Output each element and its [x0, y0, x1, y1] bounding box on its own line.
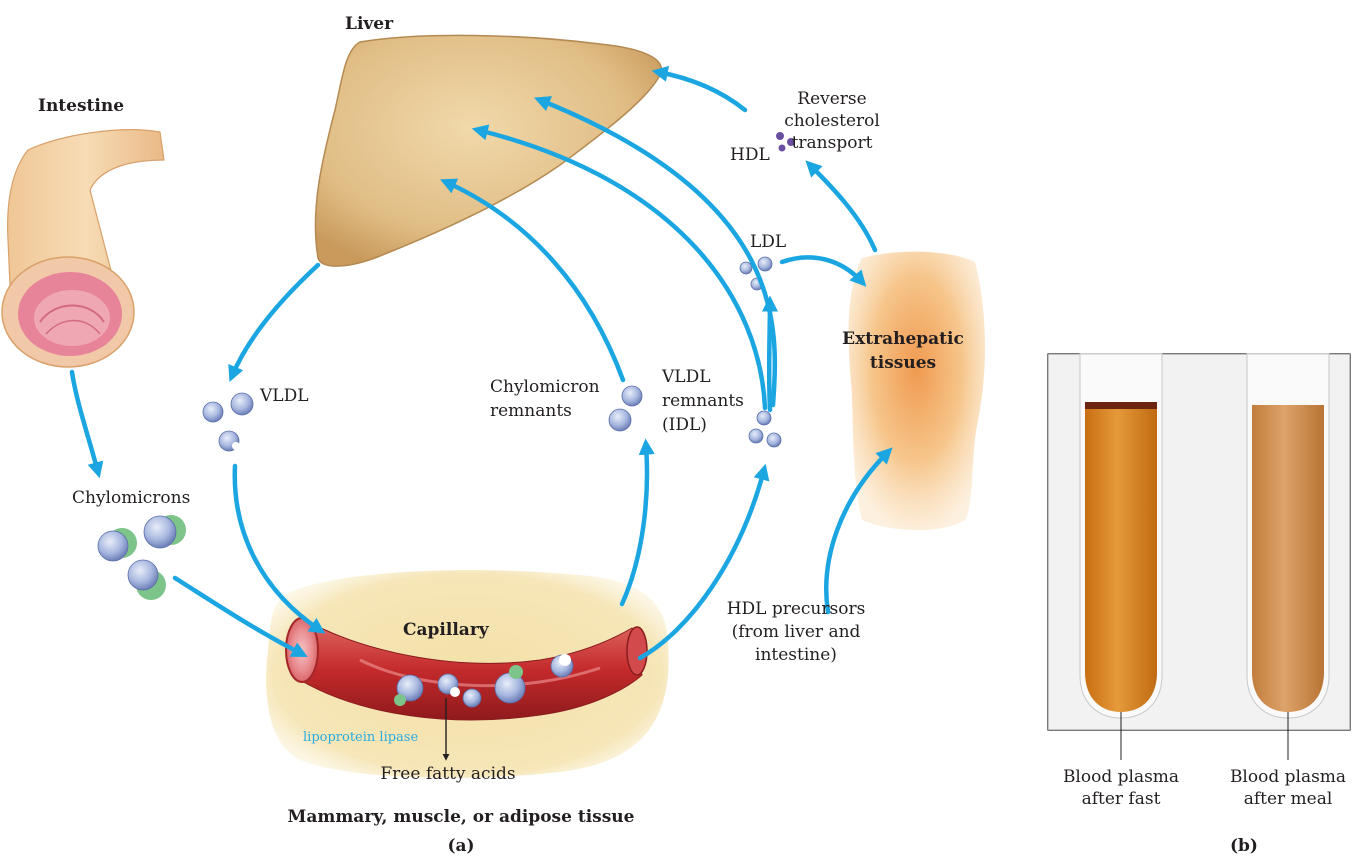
chylomicrons-label: Chylomicrons	[72, 488, 190, 508]
vldl-remnants-label-line2: remnants	[662, 391, 744, 411]
hdl-precursors-label-line3: intestine)	[755, 645, 837, 665]
vldl-remnants-label-line3: (IDL)	[662, 415, 707, 435]
idl-particles	[749, 411, 781, 447]
intestine-illustration	[2, 130, 164, 367]
extrahepatic-label-line1: Extrahepatic	[842, 329, 964, 349]
extrahepatic-tissue-illustration	[849, 252, 986, 531]
chylomicron-particles	[98, 515, 186, 600]
hdl-label: HDL	[730, 145, 770, 165]
chylomicron-remnants-label-line1: Chylomicron	[490, 377, 600, 397]
vldl-particles	[203, 393, 253, 451]
peripheral-tissue-label: Mammary, muscle, or adipose tissue	[288, 807, 635, 827]
meal-tube-label-line1: Blood plasma	[1230, 767, 1346, 787]
reverse-transport-label-line2: cholesterol	[784, 111, 880, 131]
fast-tube-label-line2: after fast	[1082, 789, 1161, 809]
lipoprotein-lipase-label: lipoprotein lipase	[303, 730, 418, 745]
reverse-transport-label-line1: Reverse	[797, 89, 866, 109]
vldl-label: VLDL	[259, 386, 309, 406]
panel-b-caption: (b)	[1230, 836, 1258, 856]
capillary-illustration	[266, 570, 669, 778]
chylomicron-remnants-label-line2: remnants	[490, 401, 572, 421]
liver-label: Liver	[345, 14, 394, 34]
reverse-transport-label-line3: transport	[792, 133, 873, 153]
intestine-label: Intestine	[38, 96, 124, 116]
ldl-label: LDL	[750, 232, 786, 252]
liver-illustration	[315, 35, 661, 266]
extrahepatic-label-line2: tissues	[870, 353, 936, 373]
vldl-remnants-label-line1: VLDL	[661, 367, 711, 387]
hdl-precursors-label-line1: HDL precursors	[727, 599, 866, 619]
chylomicron-remnant-particles	[609, 386, 642, 431]
plasma-tube-photo	[1048, 354, 1350, 760]
free-fatty-acids-label: Free fatty acids	[380, 764, 515, 784]
fast-tube-label-line1: Blood plasma	[1063, 767, 1179, 787]
hdl-precursors-label-line2: (from liver and	[732, 622, 861, 642]
capillary-label: Capillary	[403, 620, 490, 640]
panel-a-caption: (a)	[447, 836, 474, 856]
meal-tube-label-line2: after meal	[1244, 789, 1333, 809]
